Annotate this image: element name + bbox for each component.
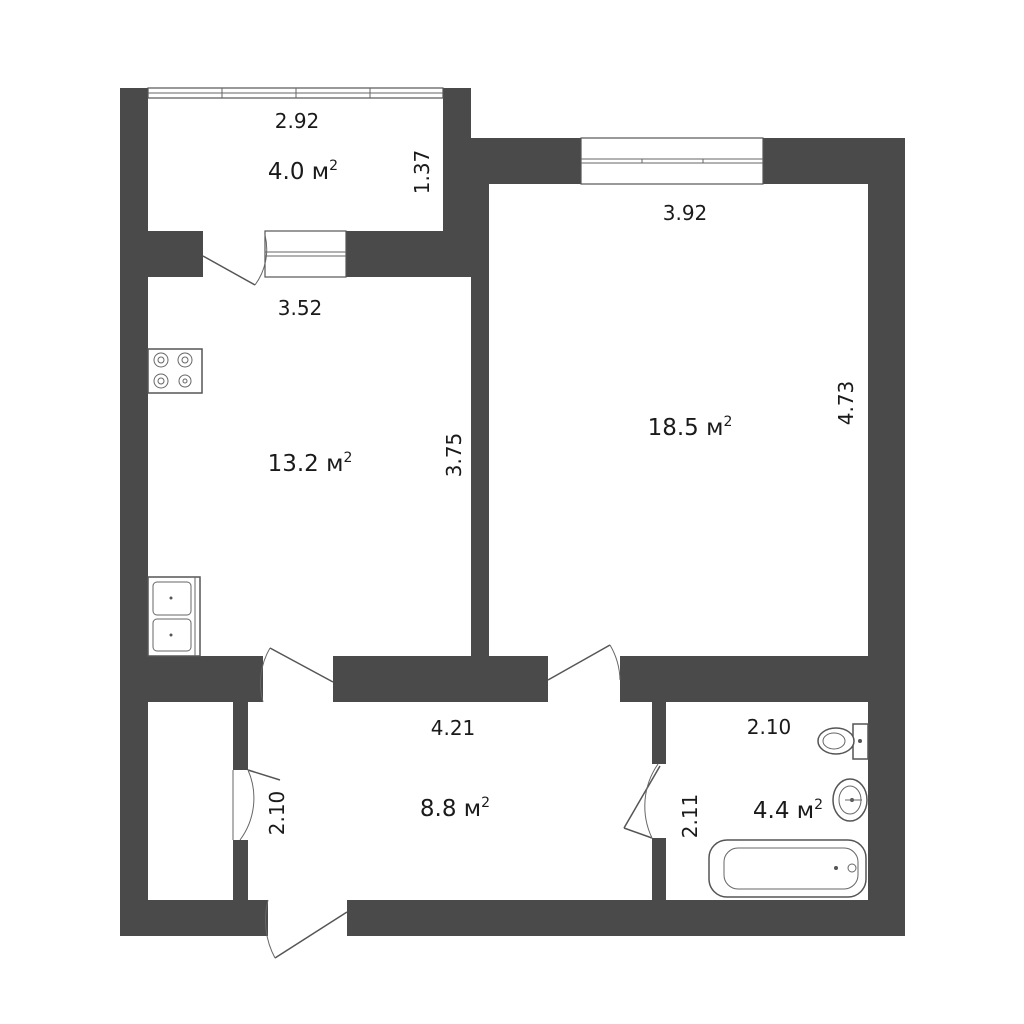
bathroom-depth: 2.11 xyxy=(678,794,702,839)
living-room-depth: 4.73 xyxy=(834,381,858,426)
balcony-width: 2.92 xyxy=(275,109,320,133)
kitchen-width: 3.52 xyxy=(278,296,323,320)
toilet-icon xyxy=(817,723,869,760)
living-room-width: 3.92 xyxy=(663,201,708,225)
bathroom-width: 2.10 xyxy=(747,715,792,739)
bathtub-icon xyxy=(708,839,867,898)
balcony-depth: 1.37 xyxy=(410,150,434,195)
washbasin-icon xyxy=(832,778,868,822)
balcony-window xyxy=(147,87,444,99)
kitchen-window xyxy=(264,230,347,278)
hallway-depth: 2.10 xyxy=(265,791,289,836)
hallway-area: 8.8 м2 xyxy=(420,795,490,822)
bathroom-door xyxy=(623,763,661,839)
balcony-door xyxy=(202,234,268,286)
bathroom-area: 4.4 м2 xyxy=(753,797,823,824)
kitchen-area: 13.2 м2 xyxy=(268,450,353,477)
stove-icon xyxy=(147,348,203,394)
living-room-door xyxy=(547,644,621,681)
balcony-area: 4.0 м2 xyxy=(268,158,338,185)
kitchen-depth: 3.75 xyxy=(442,433,466,478)
kitchen-door xyxy=(259,647,334,703)
hallway-width: 4.21 xyxy=(431,716,476,740)
walls xyxy=(120,88,905,936)
living-room-window xyxy=(580,137,764,185)
storage-door xyxy=(232,769,281,841)
entrance-door xyxy=(264,899,348,959)
kitchen-sink-icon xyxy=(147,576,201,657)
living-room-area: 18.5 м2 xyxy=(648,414,733,441)
